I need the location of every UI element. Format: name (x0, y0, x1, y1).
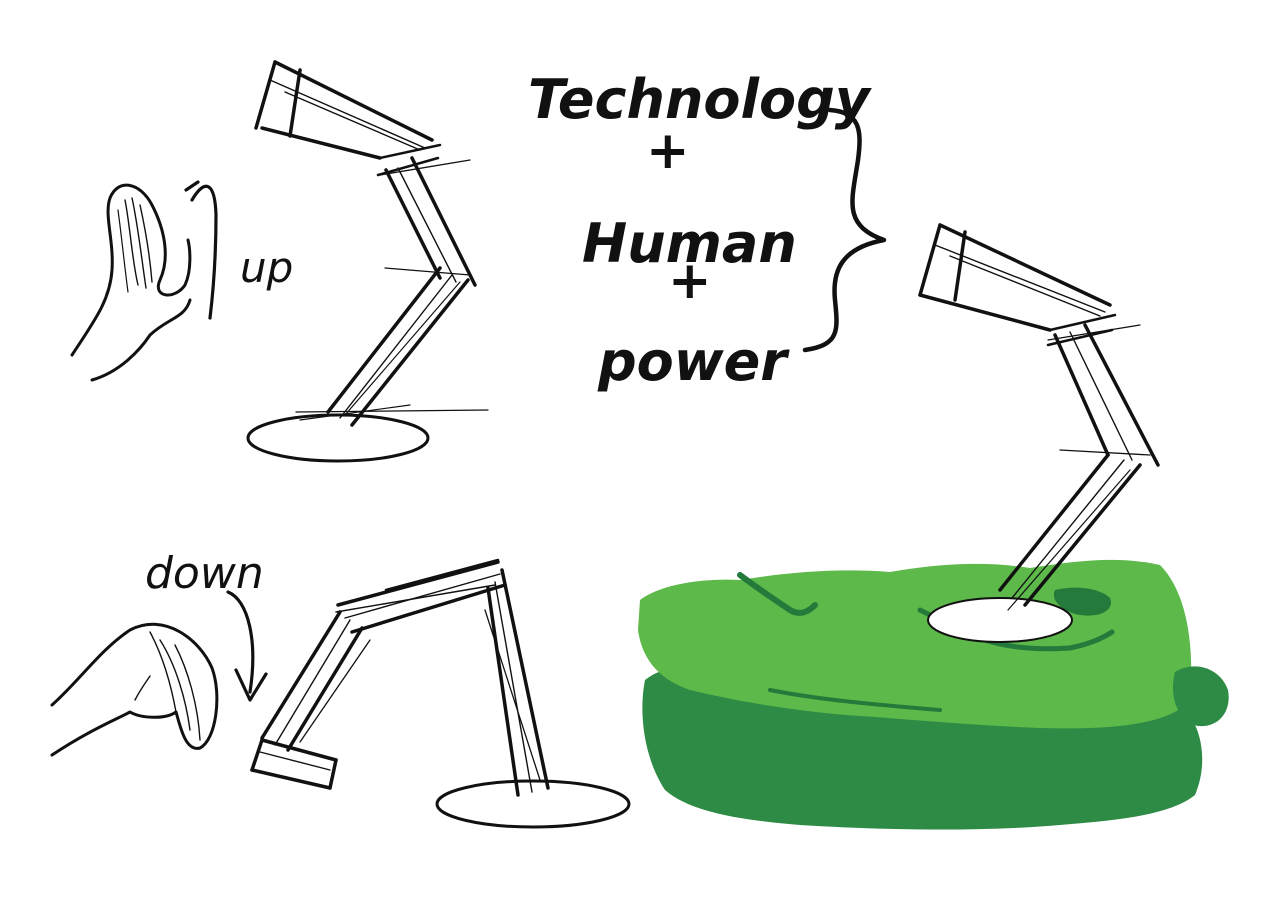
hand-pressing-icon (50, 622, 219, 757)
hand-down-gesture: down (50, 548, 268, 757)
curly-brace-icon (802, 107, 887, 353)
desk-lamp-icon (254, 60, 489, 427)
equation-text: Technology + Human + power (528, 68, 873, 393)
desk-lamp-down (250, 558, 631, 829)
equation-plus-1: + (646, 121, 690, 181)
lamp-base (435, 779, 631, 829)
hand-raised-icon (70, 183, 192, 382)
grass-dark-layer (642, 668, 1203, 830)
arrow-up-icon (184, 180, 218, 320)
equation-human: Human (582, 212, 797, 275)
lamp-base-on-grass (927, 597, 1073, 643)
grass-patch (638, 559, 1229, 830)
desk-lamp-grass (918, 223, 1160, 611)
desk-lamp-up (246, 60, 489, 463)
equation-technology: Technology (528, 68, 873, 131)
desk-lamp-icon (918, 223, 1160, 611)
arrow-down-icon (226, 590, 268, 702)
label-down: down (145, 548, 264, 599)
equation-plus-2: + (668, 251, 712, 311)
label-up: up (240, 243, 293, 292)
desk-lamp-icon (250, 558, 550, 797)
hand-up-gesture: up (70, 180, 293, 382)
lamp-base (246, 413, 430, 463)
equation-power: power (597, 330, 790, 393)
